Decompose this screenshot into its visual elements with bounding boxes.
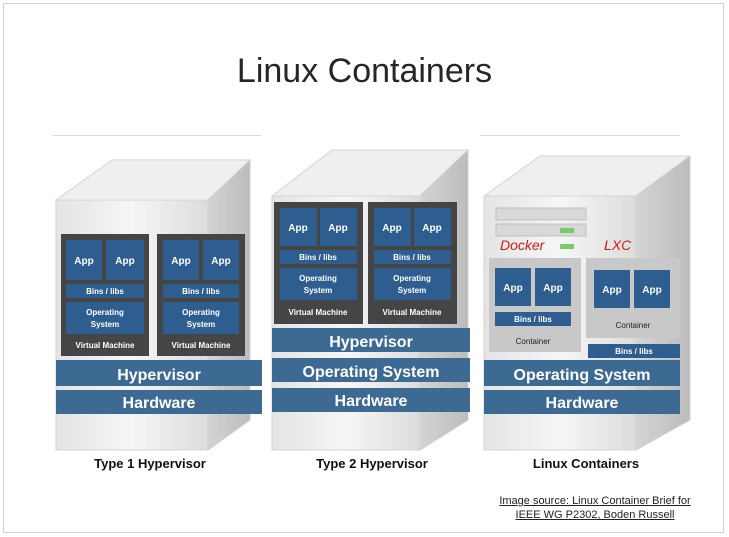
os-label-line1: Operating [299,274,337,283]
os-label-line2: System [398,286,426,295]
bins-libs-box [374,250,451,264]
type1-stack: App App Bins / libs Operating System Vir… [56,234,262,414]
app-label: App [503,283,522,294]
app-label: App [602,285,621,296]
container-label: Container [616,321,651,330]
app-box [280,208,317,246]
bins-libs-box [163,284,239,298]
type2-hypervisor-band [272,328,470,352]
containers-os-band [484,360,680,386]
image-source-citation[interactable]: Image source: Linux Container Brief for … [470,494,720,522]
app-label: App [74,256,93,267]
os-box [66,302,144,334]
app-box [414,208,451,246]
bins-libs-box [280,250,357,264]
type2-hypervisor-label: Hypervisor [329,334,413,351]
os-label-line2: System [91,320,119,329]
bins-libs-box [66,284,144,298]
os-label-line1: Operating [393,274,431,283]
caption-type1-hypervisor: Type 1 Hypervisor [94,456,206,471]
divider-left [52,135,262,136]
app-label: App [171,256,190,267]
containers-hardware-band [484,390,680,414]
os-box [280,268,357,300]
type2-hardware-band [272,388,470,412]
os-box [163,302,239,334]
app-box [594,270,630,308]
app-label: App [211,256,230,267]
type1-vm-2: App App Bins / libs Operating System Vir… [157,234,245,356]
bins-libs-label: Bins / libs [182,287,220,296]
vm-label: Virtual Machine [383,308,443,317]
app-label: App [288,223,307,234]
type1-hardware-band [56,390,262,414]
bins-libs-label: Bins / libs [615,347,653,356]
bins-libs-label: Bins / libs [86,287,124,296]
os-label-line2: System [187,320,215,329]
containers-stack: Docker LXC App App Bins / libs Container… [484,237,680,414]
bins-libs-box [495,312,571,326]
slide-frame [3,3,724,533]
containers-hardware-label: Hardware [546,395,619,412]
app-box [203,240,239,280]
os-box [374,268,451,300]
type1-vm-1: App App Bins / libs Operating System Vir… [61,234,149,356]
type2-vm-2: App App Bins / libs Operating System Vir… [368,202,457,324]
app-box [320,208,357,246]
type2-vm-1: App App Bins / libs Operating System Vir… [274,202,363,324]
docker-label: Docker [500,237,546,253]
slide-title: Linux Containers [236,52,493,90]
caption-linux-containers: Linux Containers [532,456,640,471]
vm-label: Virtual Machine [172,341,232,350]
type1-hypervisor-label: Hypervisor [117,367,201,384]
bins-libs-label: Bins / libs [299,253,337,262]
app-label: App [328,223,347,234]
app-box [106,240,144,280]
os-label-line1: Operating [182,308,220,317]
vm-label: Virtual Machine [76,341,136,350]
app-box [163,240,199,280]
containers-os-label: Operating System [514,367,651,384]
type2-hardware-label: Hardware [335,393,408,410]
docker-container: App App Bins / libs Container [489,258,581,352]
app-box [374,208,411,246]
lxc-label: LXC [604,237,632,253]
container-label: Container [516,337,551,346]
app-box [634,270,670,308]
bins-libs-box [588,344,680,358]
type2-os-label: Operating System [303,364,440,381]
source-line-2: IEEE WG P2302, Boden Russell [515,509,675,521]
app-label: App [115,256,134,267]
type1-hypervisor-band [56,360,262,386]
lxc-container: App App Container [586,258,680,338]
app-box [535,268,571,306]
bins-libs-label: Bins / libs [393,253,431,262]
source-line-1: Image source: Linux Container Brief for [499,495,691,507]
vm-label: Virtual Machine [289,308,349,317]
caption-type2-hypervisor: Type 2 Hypervisor [316,456,428,471]
divider-right [480,135,680,136]
app-label: App [382,223,401,234]
os-label-line2: System [304,286,332,295]
app-label: App [422,223,441,234]
app-label: App [642,285,661,296]
app-box [66,240,102,280]
app-box [495,268,531,306]
type2-stack: App App Bins / libs Operating System Vir… [272,202,470,412]
app-label: App [543,283,562,294]
type1-hardware-label: Hardware [123,395,196,412]
os-label-line1: Operating [86,308,124,317]
type2-os-band [272,358,470,382]
bins-libs-label: Bins / libs [514,315,552,324]
